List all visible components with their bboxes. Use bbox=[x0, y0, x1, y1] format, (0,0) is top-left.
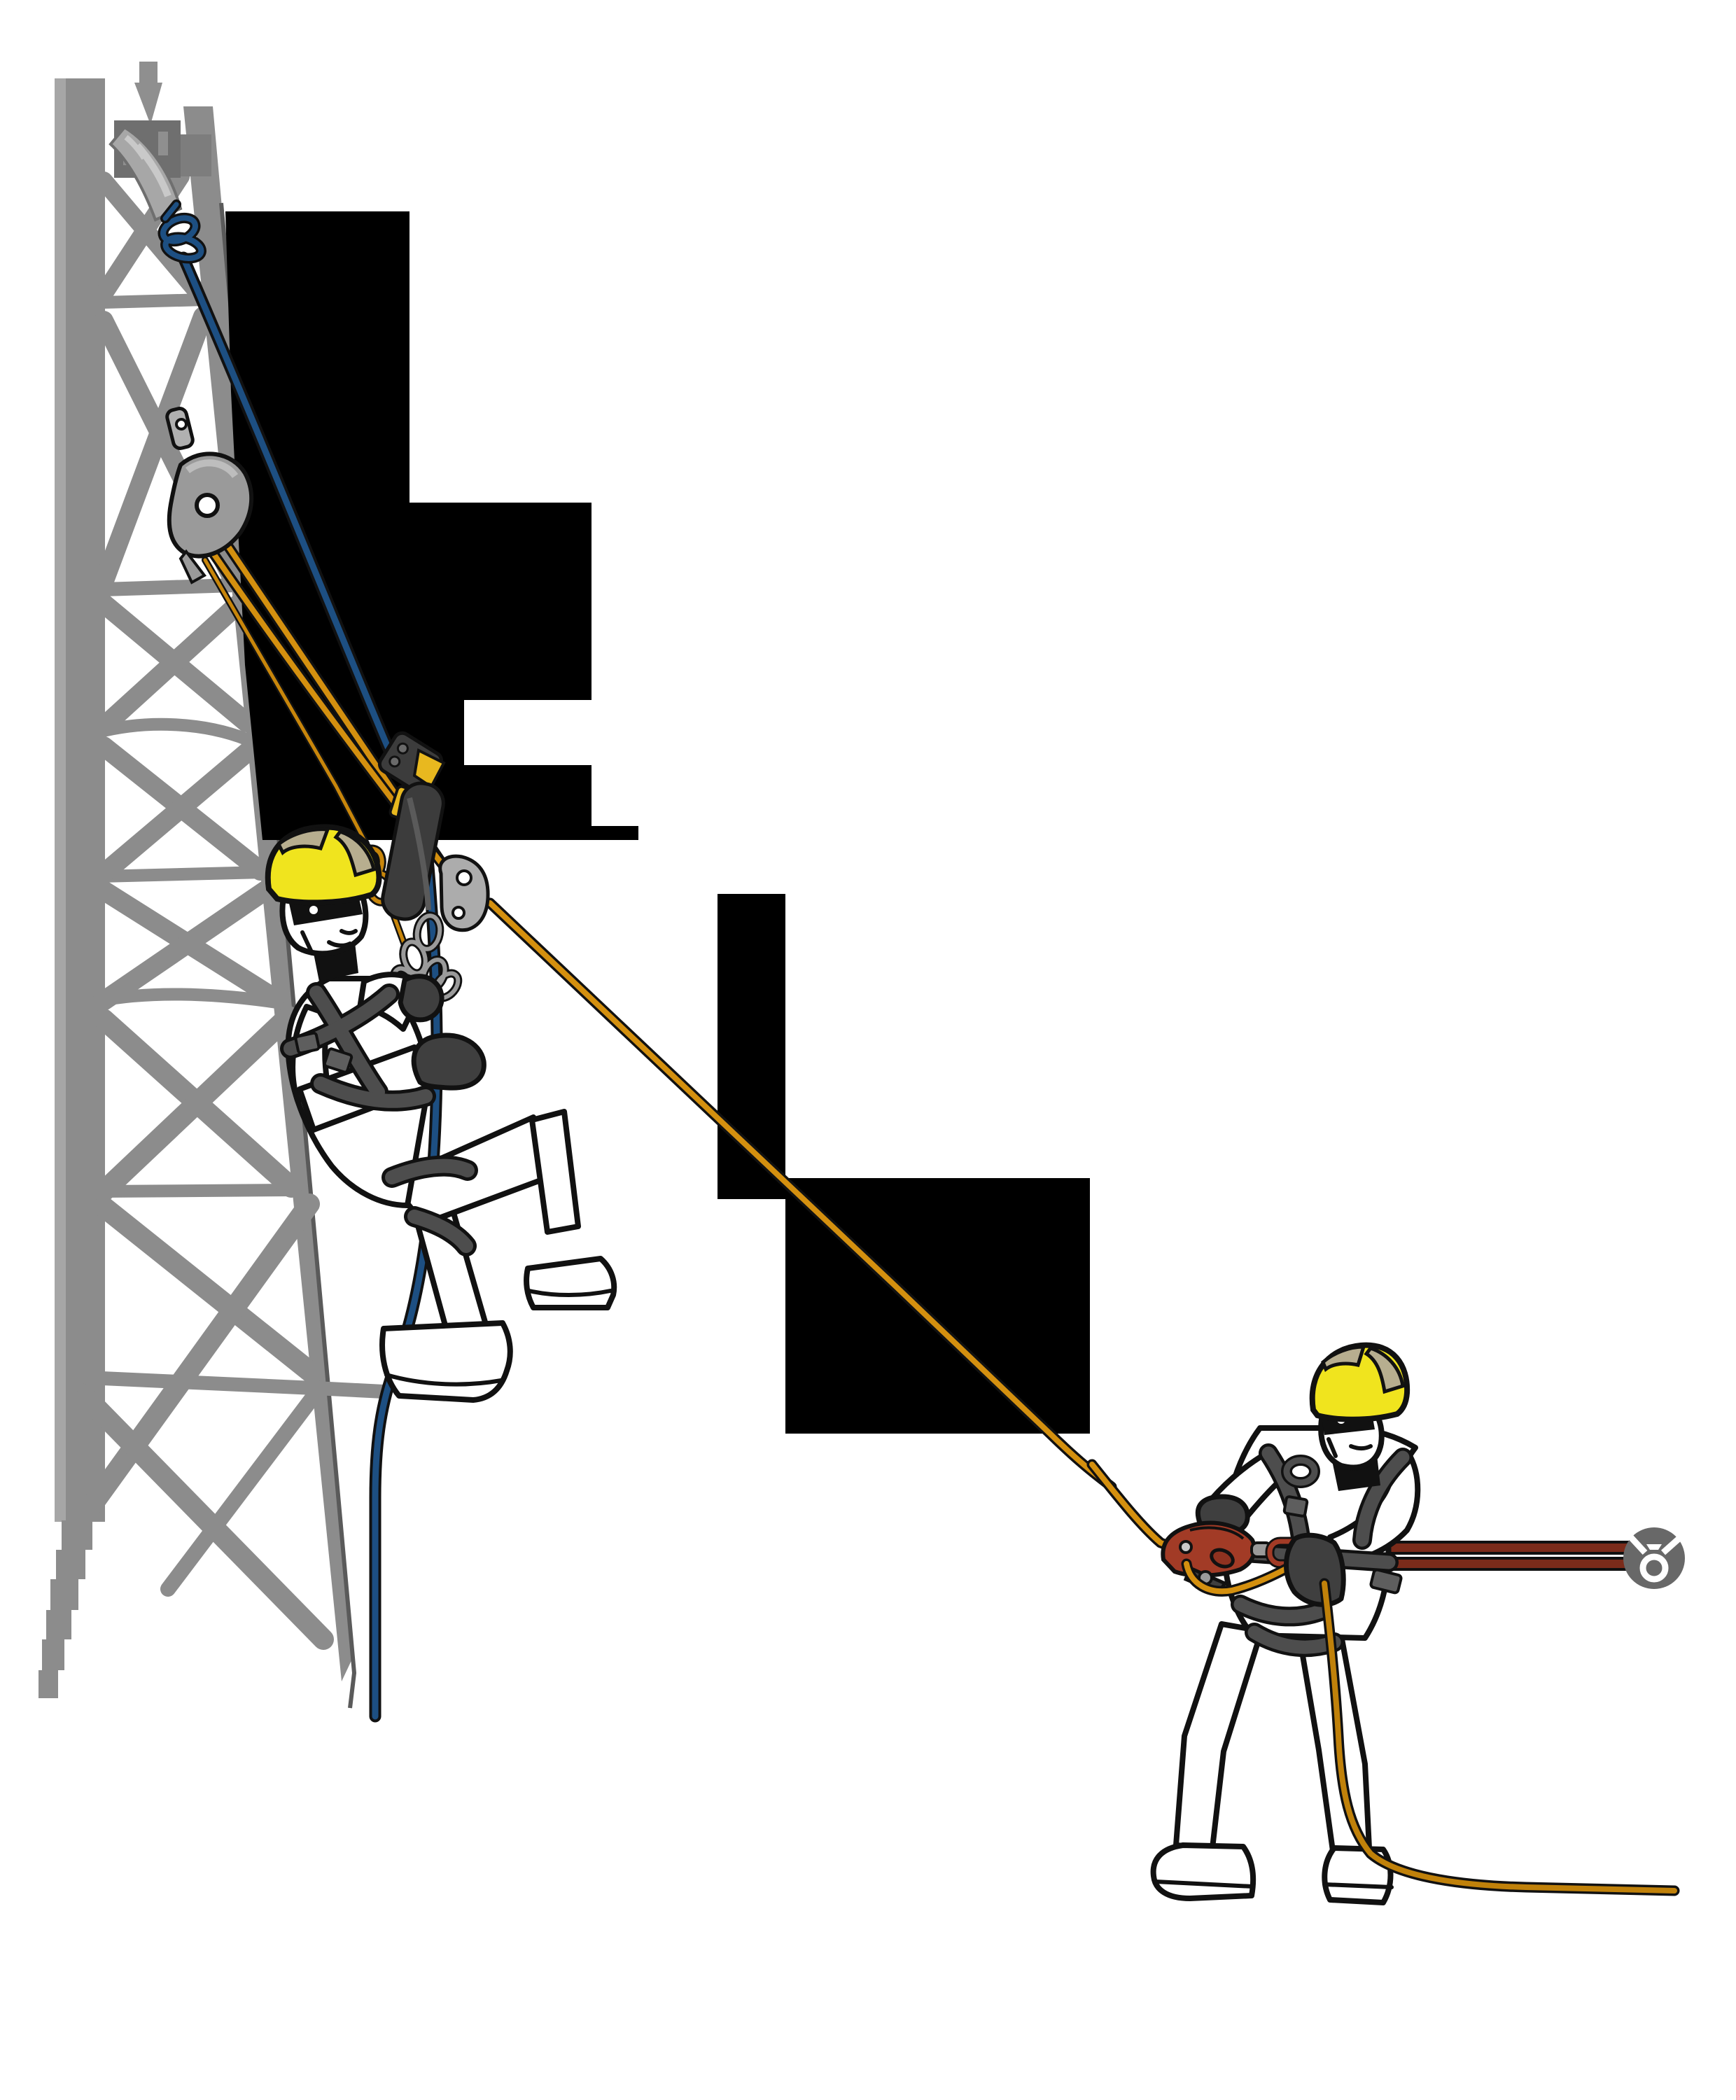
energy-absorber bbox=[381, 781, 445, 921]
casualty-harness bbox=[280, 982, 478, 1256]
artifact-blob-lower bbox=[785, 1178, 1090, 1434]
casualty-devices bbox=[377, 731, 490, 1002]
casualty-helmet bbox=[265, 824, 382, 906]
rescue-pulley bbox=[165, 407, 254, 584]
tower-mast-light-edge bbox=[55, 78, 67, 1522]
rescuer-right-glove bbox=[1284, 1532, 1346, 1607]
descender-handle bbox=[1210, 1548, 1235, 1569]
descender-rivet bbox=[1179, 1540, 1193, 1554]
helmet-stripe bbox=[1364, 1346, 1405, 1394]
helmet-stripe bbox=[276, 827, 330, 855]
tower-bracing bbox=[76, 167, 334, 1650]
rescuer-figure bbox=[1086, 1342, 1690, 1905]
casualty-glove-upper bbox=[398, 974, 444, 1023]
helmet-stripe bbox=[333, 830, 376, 878]
casualty-rear-boot bbox=[379, 1320, 513, 1403]
harness-buckle bbox=[1282, 1495, 1309, 1518]
pulley-becket bbox=[178, 549, 206, 584]
casualty-glove bbox=[411, 1032, 486, 1091]
rope-clamp-ascender bbox=[438, 854, 490, 932]
ground-anchor-ring bbox=[1623, 1527, 1690, 1589]
tower-mast-staircase bbox=[38, 1520, 92, 1698]
rope-tail-on-ground bbox=[1319, 1578, 1680, 1896]
lowering-rope-entry bbox=[1086, 1459, 1182, 1554]
artifact-blob-upper bbox=[225, 211, 638, 840]
sternum-ring bbox=[1283, 1457, 1318, 1486]
tower-struts bbox=[80, 293, 391, 1399]
harness-buckle bbox=[294, 1031, 321, 1055]
rope-knot bbox=[158, 200, 206, 264]
rescuer-left-boot bbox=[1150, 1842, 1256, 1901]
helmet-stripe bbox=[1321, 1345, 1366, 1373]
casualty-front-boot bbox=[524, 1256, 617, 1310]
harness-side-dring bbox=[1369, 1568, 1403, 1595]
descender-body bbox=[1161, 1520, 1256, 1578]
rescuer-helmet bbox=[1309, 1342, 1410, 1422]
pulley-axle bbox=[195, 493, 220, 518]
harness-buckle bbox=[323, 1047, 354, 1074]
transparency-artifacts bbox=[225, 211, 1090, 1434]
positioning-rod-lanyard bbox=[1339, 1541, 1630, 1571]
casualty-figure bbox=[265, 824, 617, 1403]
casualty-shin bbox=[529, 1109, 581, 1235]
